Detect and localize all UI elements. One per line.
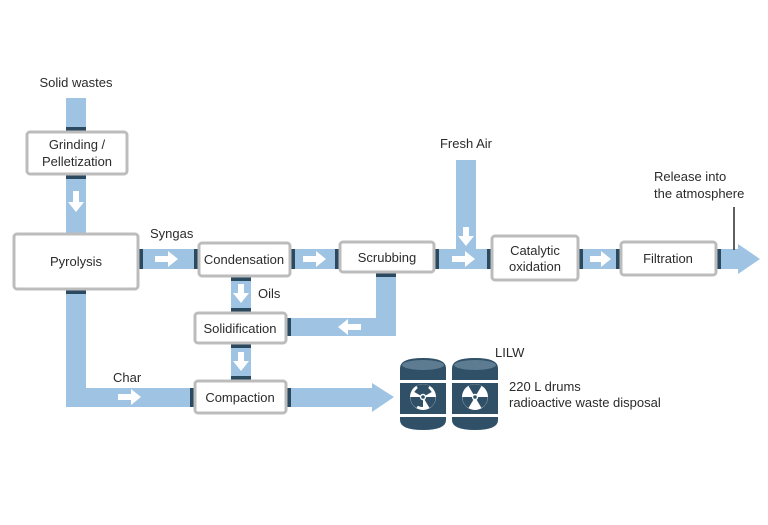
arrow-right-icon [155,251,178,267]
arrow-right-icon [590,251,611,267]
scrubbing-box [338,240,436,274]
arrow-down-icon [233,352,249,371]
grinding-label: Pelletization [42,154,112,169]
scrubbing-label: Scrubbing [358,250,417,265]
connector [66,174,86,179]
arrow-left-icon [338,319,361,335]
lilw-label: LILW [495,345,525,360]
connector [231,376,251,381]
fresh-air-label: Fresh Air [440,136,493,151]
connector [578,249,583,269]
grinding-label: Grinding / [49,137,106,152]
compaction-box [193,379,288,415]
process-boxes [12,130,718,415]
pyrolysis-label: Pyrolysis [50,254,103,269]
drums-label: radioactive waste disposal [509,395,661,410]
condensation-label: Condensation [204,252,284,267]
solidification-box [193,311,288,345]
grinding-box [25,130,129,176]
catalytic-oxidation-box [490,234,580,282]
arrow-right-icon [303,251,326,267]
arrow-right-icon [452,251,475,267]
oils-label: Oils [258,286,281,301]
connector [286,388,291,407]
connector [335,249,340,269]
catalytic-label: Catalytic [510,243,560,258]
compaction-label: Compaction [205,390,274,405]
connector [231,308,251,313]
connector [487,249,492,269]
pyrolysis-box [12,232,140,291]
connector [66,127,86,132]
char-label: Char [113,370,142,385]
pipe-compaction-to-drums [286,388,372,407]
release-label: the atmosphere [654,186,744,201]
connector [190,388,195,407]
release-label: Release into [654,169,726,184]
connector [616,249,621,269]
filtration-label: Filtration [643,251,693,266]
pipe-solid-wastes [66,98,86,132]
flow-arrows [68,191,611,405]
connectors [66,127,721,407]
connector [286,318,291,336]
drums-arrowhead [372,383,394,412]
connector [716,249,721,269]
connector [231,343,251,348]
pipe-release [716,249,738,269]
connector [231,276,251,281]
connector [138,249,143,269]
connector [194,249,199,269]
connector [66,289,86,294]
pipe-fresh-air [456,160,476,251]
pipe-pyrolysis-down [66,289,86,407]
drums-label: 220 L drums [509,379,581,394]
connector [290,249,295,269]
arrow-down-icon [233,284,249,303]
trefoil-center [419,393,479,401]
solid-wastes-label: Solid wastes [40,75,113,90]
catalytic-label: oxidation [509,259,561,274]
arrow-down-icon [68,191,84,212]
condensation-box [197,241,292,278]
syngas-label: Syngas [150,226,194,241]
release-arrowhead [738,244,760,274]
connector [376,272,396,277]
arrow-right-icon [118,389,141,405]
trefoil [410,384,488,408]
arrow-down-icon [458,227,474,246]
filtration-box [619,240,718,277]
solidification-label: Solidification [204,321,277,336]
connector [434,249,439,269]
